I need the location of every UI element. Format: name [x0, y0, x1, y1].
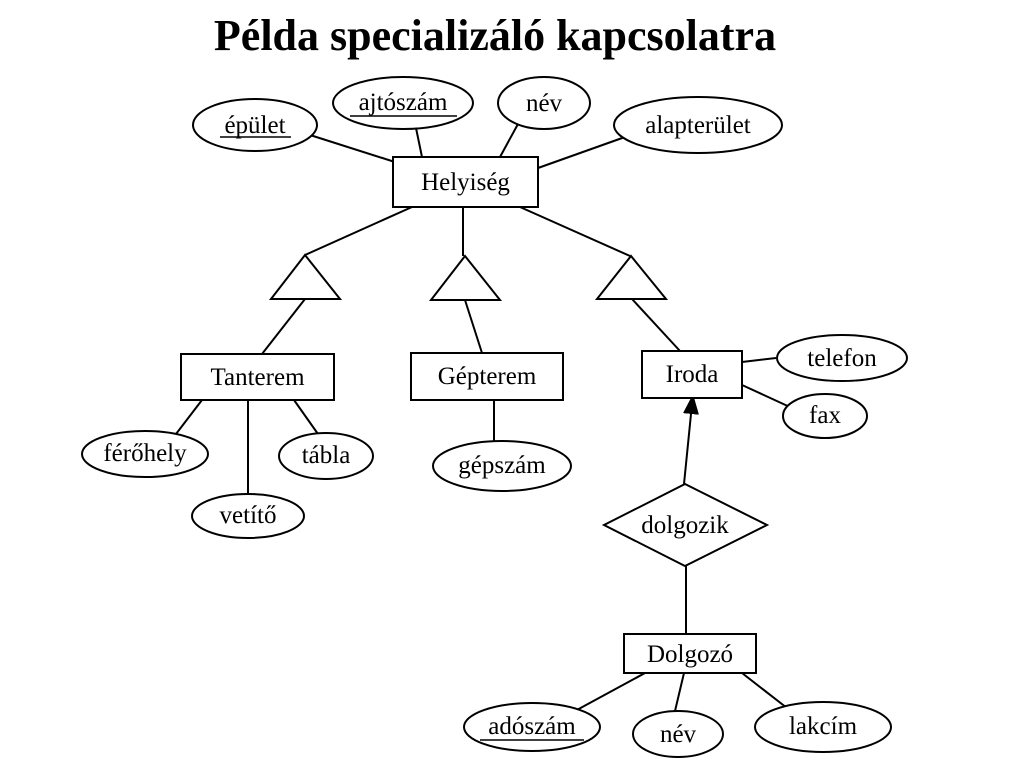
edge-helyiseg-isa3: [519, 206, 631, 257]
attribute-telefon: telefon: [776, 334, 908, 382]
entity-label: Dolgozó: [647, 641, 733, 668]
edge-iroda-fax: [741, 384, 793, 409]
attribute-label: adószám: [488, 713, 576, 740]
entity-label: Iroda: [666, 361, 719, 388]
edge-isa2-gepterem: [464, 299, 483, 354]
attribute-adoszam: adószám: [463, 702, 601, 752]
connector-lines: [175, 123, 793, 712]
attribute-fax: fax: [782, 393, 868, 439]
edge-dolgozik-iroda-arrow: [683, 394, 699, 485]
isa-triangle-tanterem: [268, 253, 343, 300]
entity-gepterem: Gépterem: [410, 352, 564, 401]
isa-triangle-iroda: [594, 254, 669, 300]
attribute-label: ajtószám: [359, 89, 448, 116]
attribute-label: épület: [224, 112, 285, 139]
attribute-label: vetítő: [220, 502, 277, 529]
edge-alapterulet-helyiseg: [537, 136, 626, 169]
attribute-tabla: tábla: [278, 432, 374, 480]
entity-iroda: Iroda: [641, 350, 743, 399]
attribute-label: tábla: [302, 442, 351, 469]
entity-label: Gépterem: [438, 363, 537, 390]
relationship-dolgozik: dolgozik: [601, 482, 770, 568]
attribute-label: lakcím: [789, 713, 858, 740]
attribute-label: név: [526, 90, 563, 117]
entity-tanterem: Tanterem: [180, 353, 335, 401]
edge-dolgozo-lakcim: [741, 672, 788, 709]
edge-isa1-tanterem: [261, 298, 306, 355]
edge-tanterem-ferohely: [175, 399, 203, 435]
page-title: Példa specializáló kapcsolatra: [213, 11, 777, 60]
attribute-label: fax: [809, 402, 841, 429]
edge-nev-helyiseg: [499, 123, 519, 158]
attribute-vetito: vetítő: [191, 493, 305, 539]
attribute-label: alapterület: [645, 112, 751, 139]
attribute-ferohely: férőhely: [81, 430, 209, 478]
relationship-label: dolgozik: [641, 512, 729, 539]
edge-helyiseg-isa1: [304, 206, 413, 256]
entity-label: Helyiség: [421, 169, 510, 196]
attribute-alapterulet: alapterület: [613, 96, 783, 154]
attribute-lakcim: lakcím: [754, 701, 892, 753]
attribute-label: gépszám: [458, 452, 546, 479]
attribute-label: telefon: [807, 345, 877, 372]
attribute-label: férőhely: [103, 440, 187, 467]
entity-label: Tanterem: [210, 364, 305, 391]
attribute-gepszam: gépszám: [432, 440, 572, 492]
isa-triangle-gepterem: [428, 254, 503, 301]
edge-dolgozo-adoszam: [574, 672, 646, 712]
edge-ajtoszam-helyiseg: [415, 127, 423, 158]
attribute-ajtoszam: ajtószám: [332, 76, 474, 130]
entity-helyiseg: Helyiség: [392, 156, 539, 208]
edge-tanterem-tabla: [293, 399, 319, 435]
edge-epulet-helyiseg: [309, 134, 399, 164]
attribute-label: név: [660, 721, 697, 748]
attribute-epulet: épület: [192, 98, 318, 152]
entity-dolgozo: Dolgozó: [623, 633, 757, 674]
attribute-nev-helyiseg: név: [497, 76, 591, 130]
attribute-nev-dolgozo: név: [632, 710, 724, 758]
specialization-triangles: [268, 253, 669, 301]
edge-isa3-iroda: [631, 298, 681, 352]
edge-dolgozo-nev: [674, 672, 685, 712]
edge-iroda-telefon: [741, 357, 777, 363]
